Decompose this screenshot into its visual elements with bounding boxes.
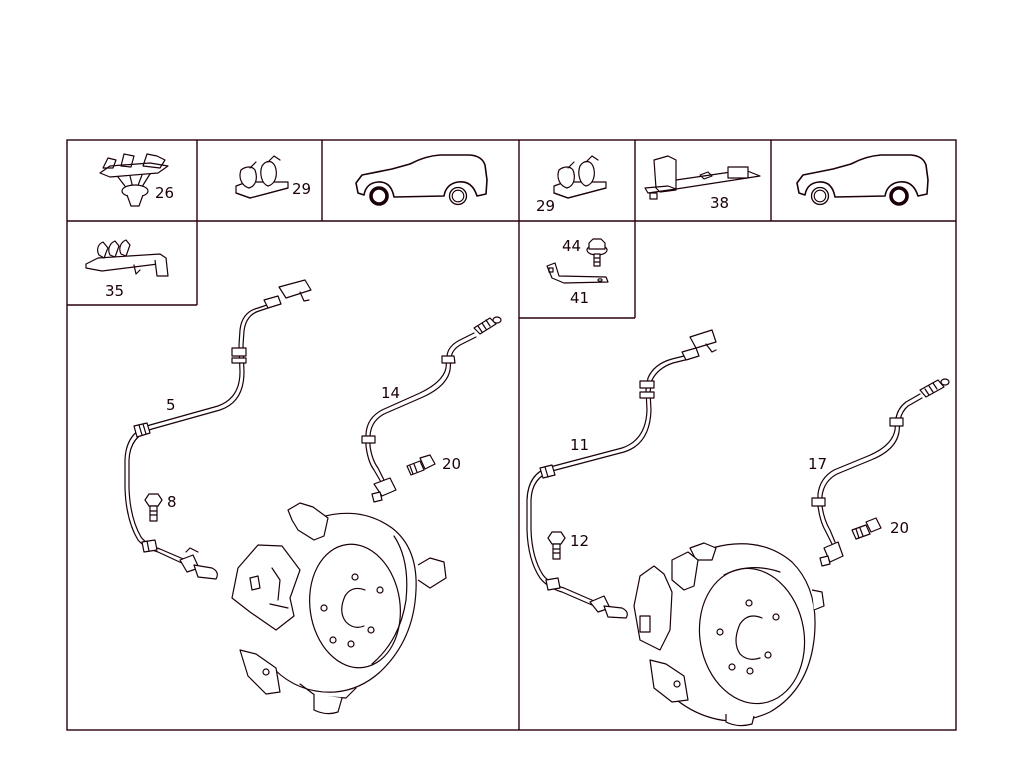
bracket-icon <box>546 262 609 284</box>
part-label-8: 8 <box>167 493 177 511</box>
cable-holder-bracket-icon <box>644 155 761 200</box>
part-label-20-left: 20 <box>442 455 461 473</box>
part-label-26: 26 <box>155 184 174 202</box>
part-label-29-left: 29 <box>292 180 311 198</box>
part-38-cable-holder[interactable]: 38 <box>644 155 761 212</box>
part-label-29-right: 29 <box>536 197 555 215</box>
hex-bolt-icon <box>144 493 163 522</box>
push-in-clip-icon <box>99 153 169 207</box>
part-label-41: 41 <box>570 289 589 307</box>
part-29-double-clip-right[interactable]: 29 <box>536 155 607 215</box>
part-20-bolt-left[interactable]: 20 <box>406 454 461 476</box>
part-14-speed-sensor-front[interactable]: 14 <box>361 316 502 503</box>
car-silhouette-icon <box>355 154 488 206</box>
part-label-44: 44 <box>562 237 581 255</box>
part-8-hex-bolt[interactable]: 8 <box>144 493 177 522</box>
part-29-double-clip-left[interactable]: 29 <box>235 155 311 199</box>
hex-bolt-icon <box>586 238 608 267</box>
speed-sensor-icon <box>361 316 502 503</box>
bolt-icon <box>406 454 436 476</box>
car-silhouette-icon <box>796 154 929 206</box>
part-label-12: 12 <box>570 532 589 550</box>
part-label-20-right: 20 <box>890 519 909 537</box>
part-17-speed-sensor-rear[interactable]: 17 <box>808 378 950 567</box>
hex-bolt-icon <box>547 531 566 560</box>
part-label-11: 11 <box>570 436 589 454</box>
speed-sensor-icon <box>811 378 950 567</box>
part-label-17: 17 <box>808 455 827 473</box>
part-12-hex-bolt[interactable]: 12 <box>547 531 589 560</box>
part-label-5: 5 <box>166 396 176 414</box>
brake-assembly-rear <box>633 542 825 727</box>
double-clip-icon <box>235 155 289 199</box>
vehicle-rear-axle-indicator <box>796 154 929 206</box>
part-11-sensor-cable-rear[interactable]: 11 <box>526 329 717 619</box>
part-label-38: 38 <box>710 194 729 212</box>
brake-disc-caliper-icon <box>633 542 825 727</box>
bolt-icon <box>851 517 882 540</box>
part-label-35: 35 <box>105 282 124 300</box>
cable-holder-icon <box>85 239 169 277</box>
part-label-14: 14 <box>381 384 400 402</box>
part-5-sensor-cable-front[interactable]: 5 <box>124 279 312 580</box>
part-41-bracket[interactable]: 41 <box>546 262 609 307</box>
brake-assembly-front <box>231 502 447 715</box>
brake-disc-caliper-icon <box>231 502 447 715</box>
diagram-grid <box>66 139 957 731</box>
part-26-push-in-clip[interactable]: 26 <box>99 153 174 207</box>
double-clip-icon <box>553 155 607 199</box>
part-20-bolt-right[interactable]: 20 <box>851 517 909 540</box>
sensor-cable-icon <box>124 279 312 580</box>
vehicle-front-axle-indicator <box>355 154 488 206</box>
sensor-cable-icon <box>526 329 717 619</box>
part-44-flange-bolt[interactable]: 44 <box>562 237 608 267</box>
part-35-cable-holder[interactable]: 35 <box>85 239 169 300</box>
